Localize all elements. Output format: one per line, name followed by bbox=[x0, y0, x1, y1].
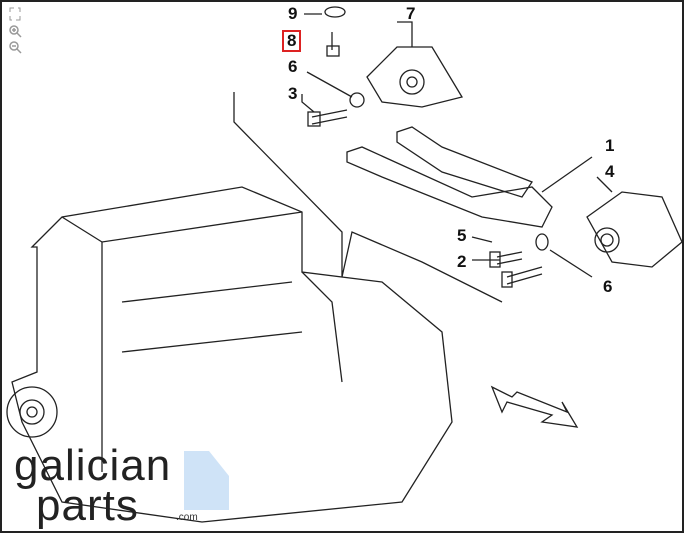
callout-1[interactable]: 1 bbox=[605, 136, 615, 155]
callout-2[interactable]: 2 bbox=[457, 252, 467, 271]
zoom-out-icon[interactable] bbox=[8, 40, 22, 54]
zoom-in-icon[interactable] bbox=[8, 24, 22, 38]
callout-5[interactable]: 5 bbox=[457, 226, 467, 245]
fit-screen-icon[interactable] bbox=[8, 7, 22, 21]
car-logo-shape bbox=[184, 451, 229, 510]
watermark-suffix: .com bbox=[176, 512, 198, 523]
callout-4[interactable]: 4 bbox=[605, 162, 615, 181]
watermark-line2: parts bbox=[36, 481, 139, 530]
callout-6[interactable]: 6 bbox=[603, 277, 613, 296]
watermark-line1: galician bbox=[14, 441, 172, 490]
callout-7[interactable]: 7 bbox=[406, 4, 416, 23]
callout-3[interactable]: 3 bbox=[288, 84, 298, 103]
callout-9[interactable]: 9 bbox=[288, 4, 298, 23]
callout-6[interactable]: 6 bbox=[288, 57, 298, 76]
galicianparts-watermark: galician parts .com bbox=[14, 441, 234, 530]
callout-8-selected[interactable]: 8 bbox=[282, 30, 302, 52]
